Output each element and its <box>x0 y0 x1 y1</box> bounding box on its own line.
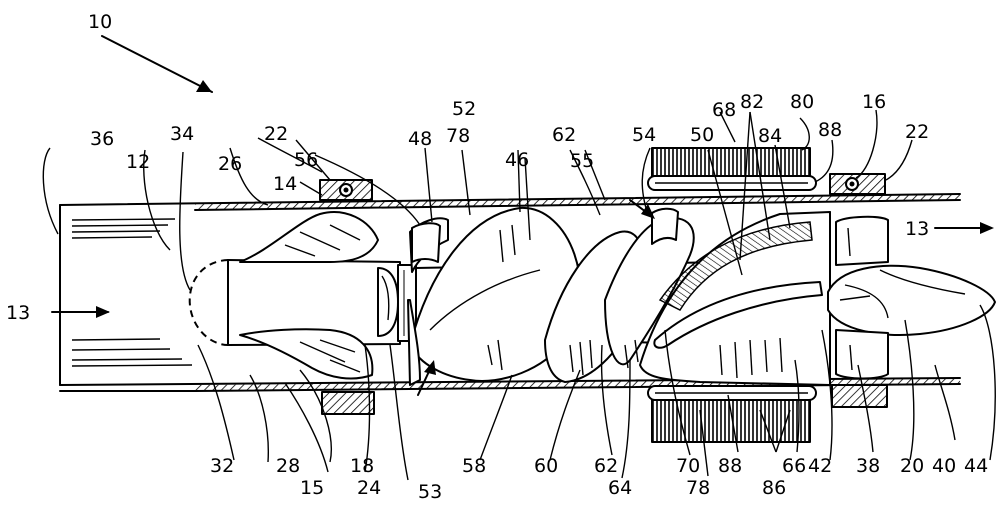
label-68: 68 <box>712 99 736 121</box>
pipe-top-outer <box>59 193 961 206</box>
label-48: 48 <box>408 128 432 150</box>
label-15: 15 <box>300 477 324 499</box>
label-78-top: 78 <box>446 125 470 147</box>
clamp-right <box>829 173 888 408</box>
reference-labels: 10 12 13 13 14 15 16 18 20 22 22 24 26 2… <box>6 11 988 503</box>
label-58: 58 <box>462 455 486 477</box>
tail-fin-upper <box>835 215 889 266</box>
label-70: 70 <box>676 455 700 477</box>
label-13-inlet: 13 <box>6 302 30 324</box>
label-34: 34 <box>170 123 194 145</box>
helical-blade <box>407 206 695 386</box>
label-10: 10 <box>88 11 112 33</box>
leader-lines <box>42 109 996 481</box>
label-28: 28 <box>276 455 300 477</box>
label-82: 82 <box>740 91 764 113</box>
label-44: 44 <box>964 455 988 477</box>
label-84: 84 <box>758 125 782 147</box>
label-20: 20 <box>900 455 924 477</box>
label-24: 24 <box>357 477 381 499</box>
flow-arrows <box>51 35 994 396</box>
label-80: 80 <box>790 91 814 113</box>
label-22-right: 22 <box>905 121 929 143</box>
label-38: 38 <box>856 455 880 477</box>
hub-blade-lower <box>239 328 374 380</box>
label-55: 55 <box>570 150 594 172</box>
blade-lobe-3 <box>604 217 695 366</box>
label-46: 46 <box>505 149 529 171</box>
label-62-top: 62 <box>552 124 576 146</box>
label-12: 12 <box>126 151 150 173</box>
label-54: 54 <box>632 124 656 146</box>
label-62-bottom: 62 <box>594 455 618 477</box>
label-52: 52 <box>452 98 476 120</box>
magnet-band <box>658 221 813 311</box>
label-88-bottom: 88 <box>718 455 742 477</box>
label-88-top: 88 <box>818 119 842 141</box>
label-56: 56 <box>294 149 318 171</box>
label-78-bottom: 78 <box>686 477 710 499</box>
nose-cone-dashed <box>188 259 229 346</box>
pipe-bore-shading <box>71 218 193 367</box>
label-53: 53 <box>418 481 442 503</box>
label-50: 50 <box>690 124 714 146</box>
label-42: 42 <box>808 455 832 477</box>
label-22-left: 22 <box>264 123 288 145</box>
hub-blade-upper <box>239 211 379 263</box>
label-16: 16 <box>862 91 886 113</box>
label-32: 32 <box>210 455 234 477</box>
stator-coil-top <box>647 147 817 191</box>
label-36: 36 <box>90 128 114 150</box>
label-13-outlet: 13 <box>905 218 929 240</box>
label-86: 86 <box>762 477 786 499</box>
rotor-body <box>639 211 831 386</box>
label-14: 14 <box>273 173 297 195</box>
label-26: 26 <box>218 153 242 175</box>
label-66: 66 <box>782 455 806 477</box>
pipe-top-hatch <box>195 194 960 210</box>
tail-fin-lower <box>835 329 889 380</box>
label-60: 60 <box>534 455 558 477</box>
label-64: 64 <box>608 477 632 499</box>
tail-section <box>827 215 996 380</box>
clamp-left <box>319 179 375 415</box>
blade-tip-56 <box>411 222 441 263</box>
label-18: 18 <box>350 455 374 477</box>
label-40: 40 <box>932 455 956 477</box>
tail-cone <box>827 264 996 336</box>
nose-hub <box>188 211 417 380</box>
